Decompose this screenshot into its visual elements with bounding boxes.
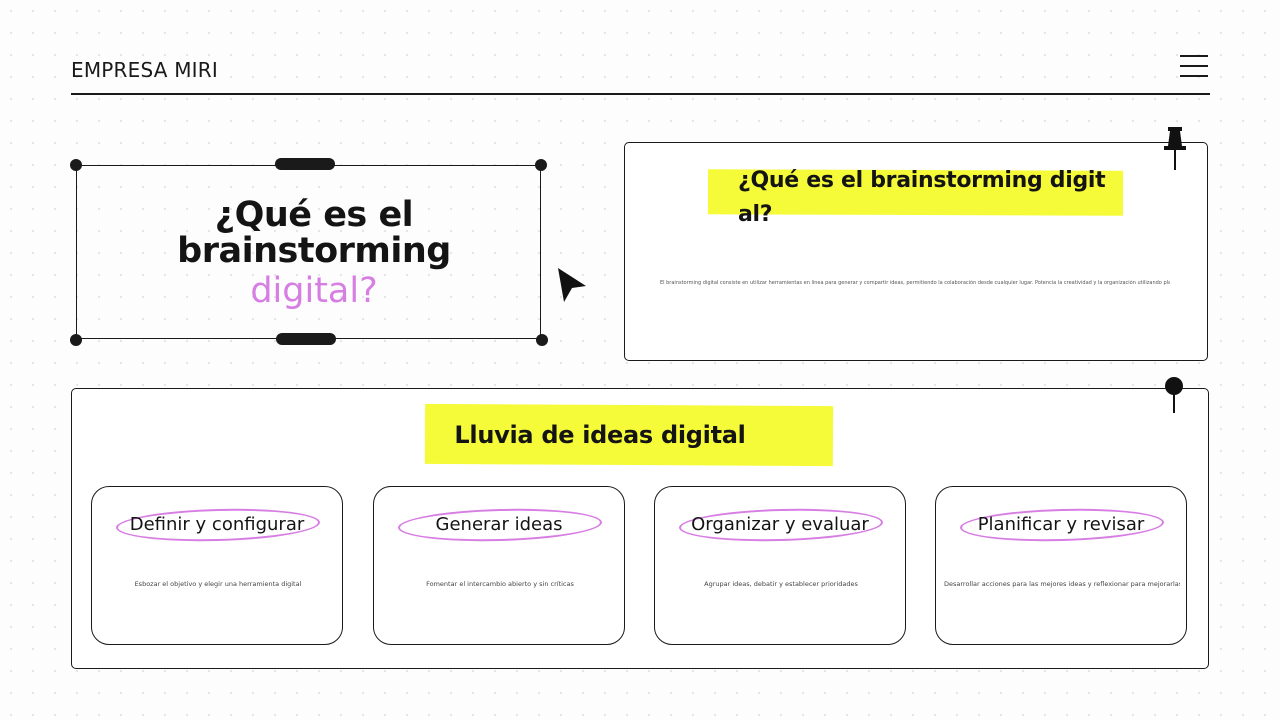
- step-card-define: Definir y configurar Esbozar el objetivo…: [91, 486, 343, 645]
- resize-handle-top-right[interactable]: [535, 159, 547, 171]
- resize-handle-top-left[interactable]: [70, 159, 82, 171]
- step-title: Generar ideas: [435, 514, 563, 535]
- brand-name: EMPRESA MIRI: [71, 58, 218, 82]
- process-title: Lluvia de ideas digital: [454, 421, 746, 449]
- round-pin-icon: [1165, 377, 1183, 413]
- header-divider: [71, 93, 1210, 95]
- step-description: Desarrollar acciones para las mejores id…: [944, 580, 1180, 588]
- step-description: Agrupar ideas, debatir y establecer prio…: [704, 580, 858, 588]
- resize-handle-bottom[interactable]: [276, 333, 336, 345]
- step-title: Definir y configurar: [129, 514, 305, 535]
- pushpin-icon: [1164, 127, 1186, 170]
- info-card-body: El brainstorming digital consiste en uti…: [660, 280, 1170, 286]
- step-title: Planificar y revisar: [977, 514, 1145, 535]
- hero-title-accent: digital?: [250, 271, 378, 311]
- step-title: Organizar y evaluar: [691, 514, 869, 535]
- info-card-title: ¿Qué es el brainstorming digital?: [738, 168, 1106, 227]
- resize-handle-top[interactable]: [275, 158, 335, 170]
- step-card-organize: Organizar y evaluar Agrupar ideas, debat…: [654, 486, 906, 645]
- step-description: Fomentar el intercambio abierto y sin cr…: [426, 580, 574, 588]
- resize-handle-bottom-left[interactable]: [70, 334, 82, 346]
- step-card-generate: Generar ideas Fomentar el intercambio ab…: [373, 486, 625, 645]
- mouse-pointer-icon: [558, 268, 586, 302]
- hero-title: ¿Qué es el brainstorming: [177, 195, 451, 271]
- step-description: Esbozar el objetivo y elegir una herrami…: [134, 580, 302, 588]
- resize-handle-bottom-right[interactable]: [536, 334, 548, 346]
- step-card-plan: Planificar y revisar Desarrollar accione…: [935, 486, 1187, 645]
- hamburger-menu-icon[interactable]: [1180, 55, 1208, 77]
